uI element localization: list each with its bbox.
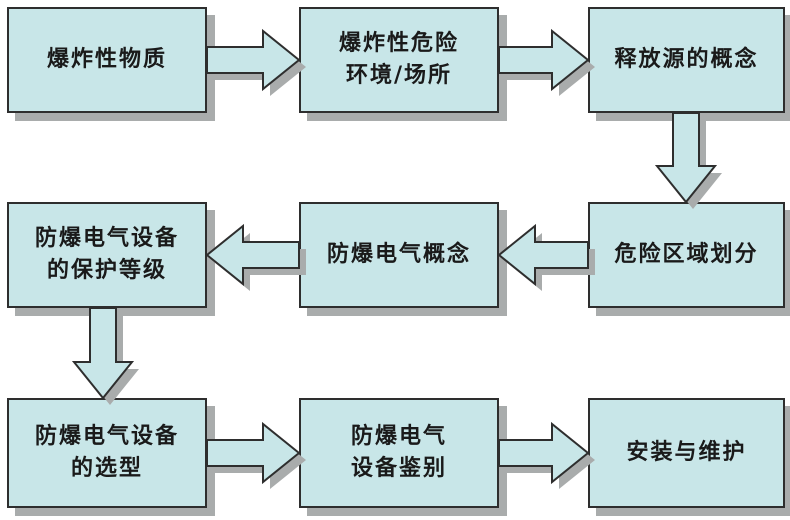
arrow-concept-to-protection-level-icon [205,223,306,291]
arrow-identification-to-installation-icon [498,421,595,489]
arrow-area-classification-to-concept-icon [497,223,595,291]
arrow-protection-level-to-selection-icon [71,307,139,405]
flow-box-installation-maintenance: 安装与维护 [588,398,785,508]
flow-box-hazardous-area-classification: 危险区域划分 [588,202,785,308]
flow-box-explosionproof-electric-concept: 防爆电气概念 [299,202,499,308]
arrow-substances-to-environment-icon [206,28,306,96]
arrow-selection-to-identification-icon [206,421,306,489]
flow-box-equipment-selection: 防爆电气设备 的选型 [7,398,207,508]
flow-box-label: 释放源的概念 [614,47,759,73]
flow-box-label: 防爆电气概念 [326,242,471,268]
flow-box-label: 安装与维护 [626,440,747,466]
flow-box-label: 防爆电气设备 的选型 [34,424,179,481]
flow-box-equipment-identification: 防爆电气 设备鉴别 [299,398,499,508]
flow-box-label: 爆炸性危险 环境/场所 [338,31,459,88]
flow-box-explosive-substances: 爆炸性物质 [7,7,207,113]
flow-box-release-source-concept: 释放源的概念 [588,7,785,113]
arrow-environment-to-release-source-icon [498,28,595,96]
flow-box-label: 爆炸性物质 [46,47,167,73]
flow-box-label: 危险区域划分 [614,242,759,268]
flow-box-equipment-protection-level: 防爆电气设备 的保护等级 [7,202,207,308]
flow-box-label: 防爆电气设备 的保护等级 [34,226,179,283]
flow-box-label: 防爆电气 设备鉴别 [350,424,447,481]
arrow-release-source-to-area-classification-icon [654,112,722,209]
flow-box-explosive-hazardous-environment: 爆炸性危险 环境/场所 [299,7,499,113]
